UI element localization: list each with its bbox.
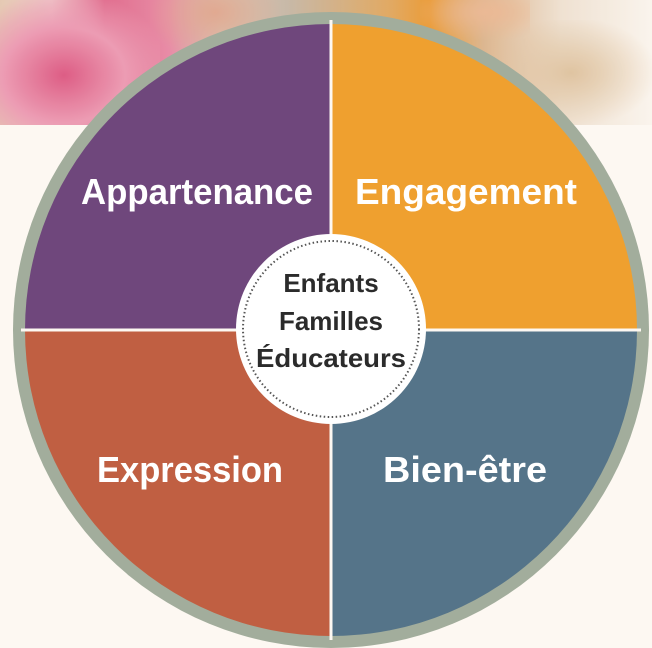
label-expression: Expression (97, 449, 283, 490)
quadrant-bien-etre (331, 330, 637, 636)
center-line-educateurs: Éducateurs (256, 343, 406, 373)
center-line-enfants: Enfants (283, 268, 378, 298)
center-hub-dotted-border (242, 240, 420, 418)
quadrant-appartenance (25, 24, 331, 330)
label-appartenance: Appartenance (81, 171, 313, 212)
center-hub (236, 234, 426, 424)
quadrant-engagement (331, 24, 637, 330)
label-bien-etre: Bien-être (383, 449, 547, 490)
center-line-familles: Familles (279, 306, 383, 336)
label-engagement: Engagement (355, 171, 577, 212)
quadrant-expression (25, 330, 331, 636)
